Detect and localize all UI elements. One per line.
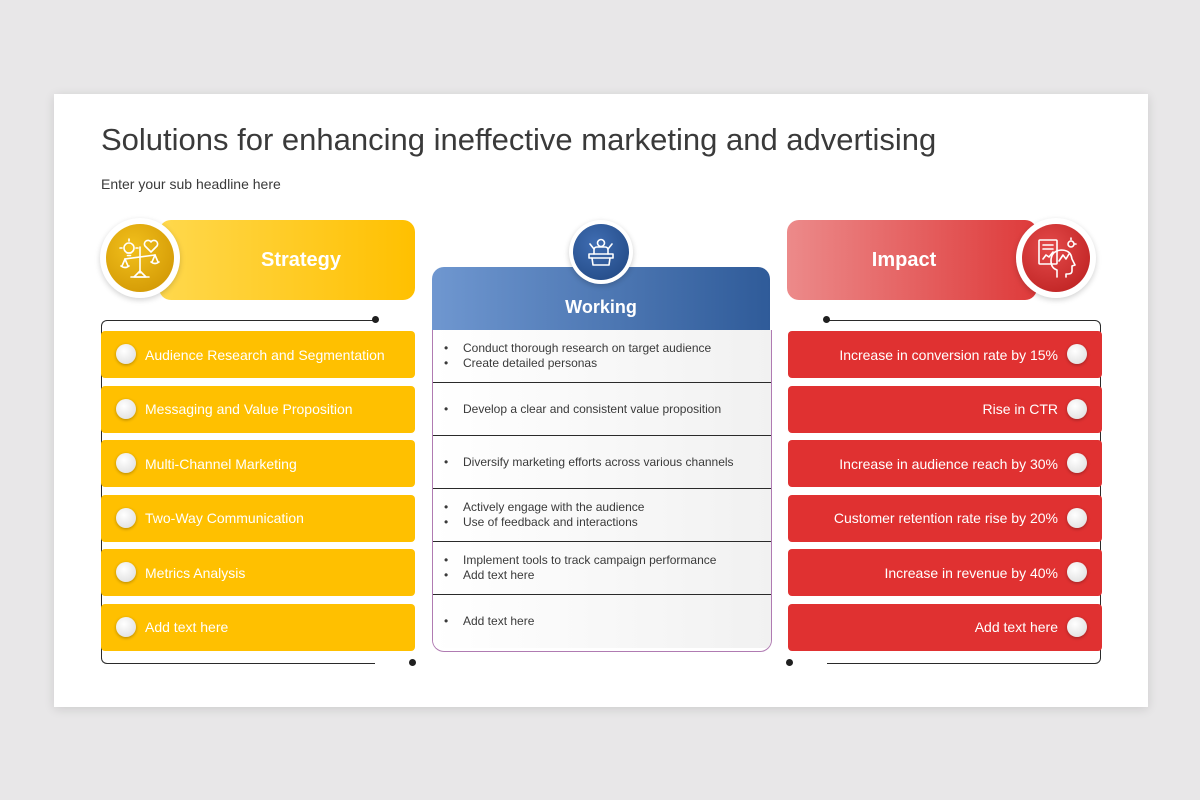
impact-item: Rise in CTR xyxy=(788,385,1102,433)
page-subtitle: Enter your sub headline here xyxy=(101,176,281,192)
working-row-line: Develop a clear and consistent value pro… xyxy=(444,402,771,417)
bullet-knob-icon xyxy=(116,398,136,419)
impact-header-label: Impact xyxy=(871,248,937,271)
strategy-item: Add text here xyxy=(101,603,415,651)
head-chart-idea-icon xyxy=(1038,237,1077,278)
impact-bracket xyxy=(827,320,1101,664)
working-row: Conduct thorough research on target audi… xyxy=(433,330,771,383)
strategy-item: Metrics Analysis xyxy=(101,549,415,596)
impact-list: Increase in conversion rate by 15% Rise … xyxy=(788,331,1102,658)
bullet-knob-icon xyxy=(1067,507,1087,528)
working-row: Implement tools to track campaign perfor… xyxy=(433,542,771,595)
working-row: Develop a clear and consistent value pro… xyxy=(433,383,771,436)
bullet-knob-icon xyxy=(116,562,136,582)
impact-bracket-dot-top xyxy=(823,316,830,323)
impact-item: Add text here xyxy=(788,603,1102,651)
slide: Solutions for enhancing ineffective mark… xyxy=(54,94,1148,707)
impact-item-label: Add text here xyxy=(974,619,1058,635)
strategy-header-label: Strategy xyxy=(260,248,342,271)
impact-bracket-dot-bottom xyxy=(786,659,793,666)
bullet-knob-icon xyxy=(1067,562,1087,582)
bullet-knob-icon xyxy=(116,507,136,528)
bullet-knob-icon xyxy=(116,616,136,637)
working-row-line: Add text here xyxy=(444,614,771,629)
strategy-list: Audience Research and Segmentation Messa… xyxy=(101,331,415,658)
working-row-line: Diversify marketing efforts across vario… xyxy=(444,455,771,470)
impact-header: Impact xyxy=(787,220,1037,300)
strategy-item: Messaging and Value Proposition xyxy=(101,385,415,433)
strategy-item-label: Messaging and Value Proposition xyxy=(145,401,353,417)
strategy-item-label: Audience Research and Segmentation xyxy=(145,346,385,363)
bullet-knob-icon xyxy=(1067,453,1087,473)
impact-item-label: Increase in audience reach by 30% xyxy=(839,455,1058,472)
strategy-header: Strategy xyxy=(159,220,415,300)
strategy-bracket-dot-bottom xyxy=(409,659,416,666)
bullet-knob-icon xyxy=(1067,616,1087,637)
strategy-bracket-dot-top xyxy=(372,316,379,323)
page-title: Solutions for enhancing ineffective mark… xyxy=(101,122,937,157)
impact-item: Customer retention rate rise by 20% xyxy=(788,494,1102,542)
working-row-line: Actively engage with the audience xyxy=(444,500,771,515)
strategy-bracket xyxy=(101,320,375,664)
strategy-item: Two-Way Communication xyxy=(101,494,415,542)
working-badge xyxy=(569,220,633,284)
strategy-item-label: Add text here xyxy=(145,619,229,635)
impact-item-label: Increase in conversion rate by 15% xyxy=(839,346,1058,363)
working-row-line: Implement tools to track campaign perfor… xyxy=(444,553,771,568)
bullet-knob-icon xyxy=(116,453,136,473)
strategy-badge xyxy=(100,218,180,298)
bullet-knob-icon xyxy=(1067,344,1087,364)
presenter-podium-icon xyxy=(588,238,614,266)
working-row-line: Conduct thorough research on target audi… xyxy=(444,341,771,356)
impact-item: Increase in audience reach by 30% xyxy=(788,440,1102,487)
bullet-knob-icon xyxy=(1067,398,1087,419)
impact-item: Increase in revenue by 40% xyxy=(788,549,1102,596)
working-row-line: Use of feedback and interactions xyxy=(444,515,771,530)
working-row-line: Add text here xyxy=(444,568,771,583)
strategy-item: Multi-Channel Marketing xyxy=(101,440,415,487)
strategy-item-label: Metrics Analysis xyxy=(145,564,246,581)
strategy-item-label: Multi-Channel Marketing xyxy=(145,455,297,472)
strategy-item-label: Two-Way Communication xyxy=(145,510,304,526)
working-list: Conduct thorough research on target audi… xyxy=(432,330,772,652)
working-row: Actively engage with the audience Use of… xyxy=(433,489,771,542)
impact-item: Increase in conversion rate by 15% xyxy=(788,331,1102,378)
strategy-item: Audience Research and Segmentation xyxy=(101,331,415,378)
impact-item-label: Customer retention rate rise by 20% xyxy=(833,510,1058,526)
working-header-label: Working xyxy=(565,297,637,317)
bullet-knob-icon xyxy=(116,344,136,364)
working-row: Add text here xyxy=(433,595,771,648)
impact-badge xyxy=(1016,218,1096,298)
impact-item-label: Increase in revenue by 40% xyxy=(884,564,1058,581)
balance-scale-lightbulb-heart-icon xyxy=(119,238,160,278)
working-row-line: Create detailed personas xyxy=(444,356,771,371)
working-row: Diversify marketing efforts across vario… xyxy=(433,436,771,489)
impact-item-label: Rise in CTR xyxy=(982,401,1058,417)
